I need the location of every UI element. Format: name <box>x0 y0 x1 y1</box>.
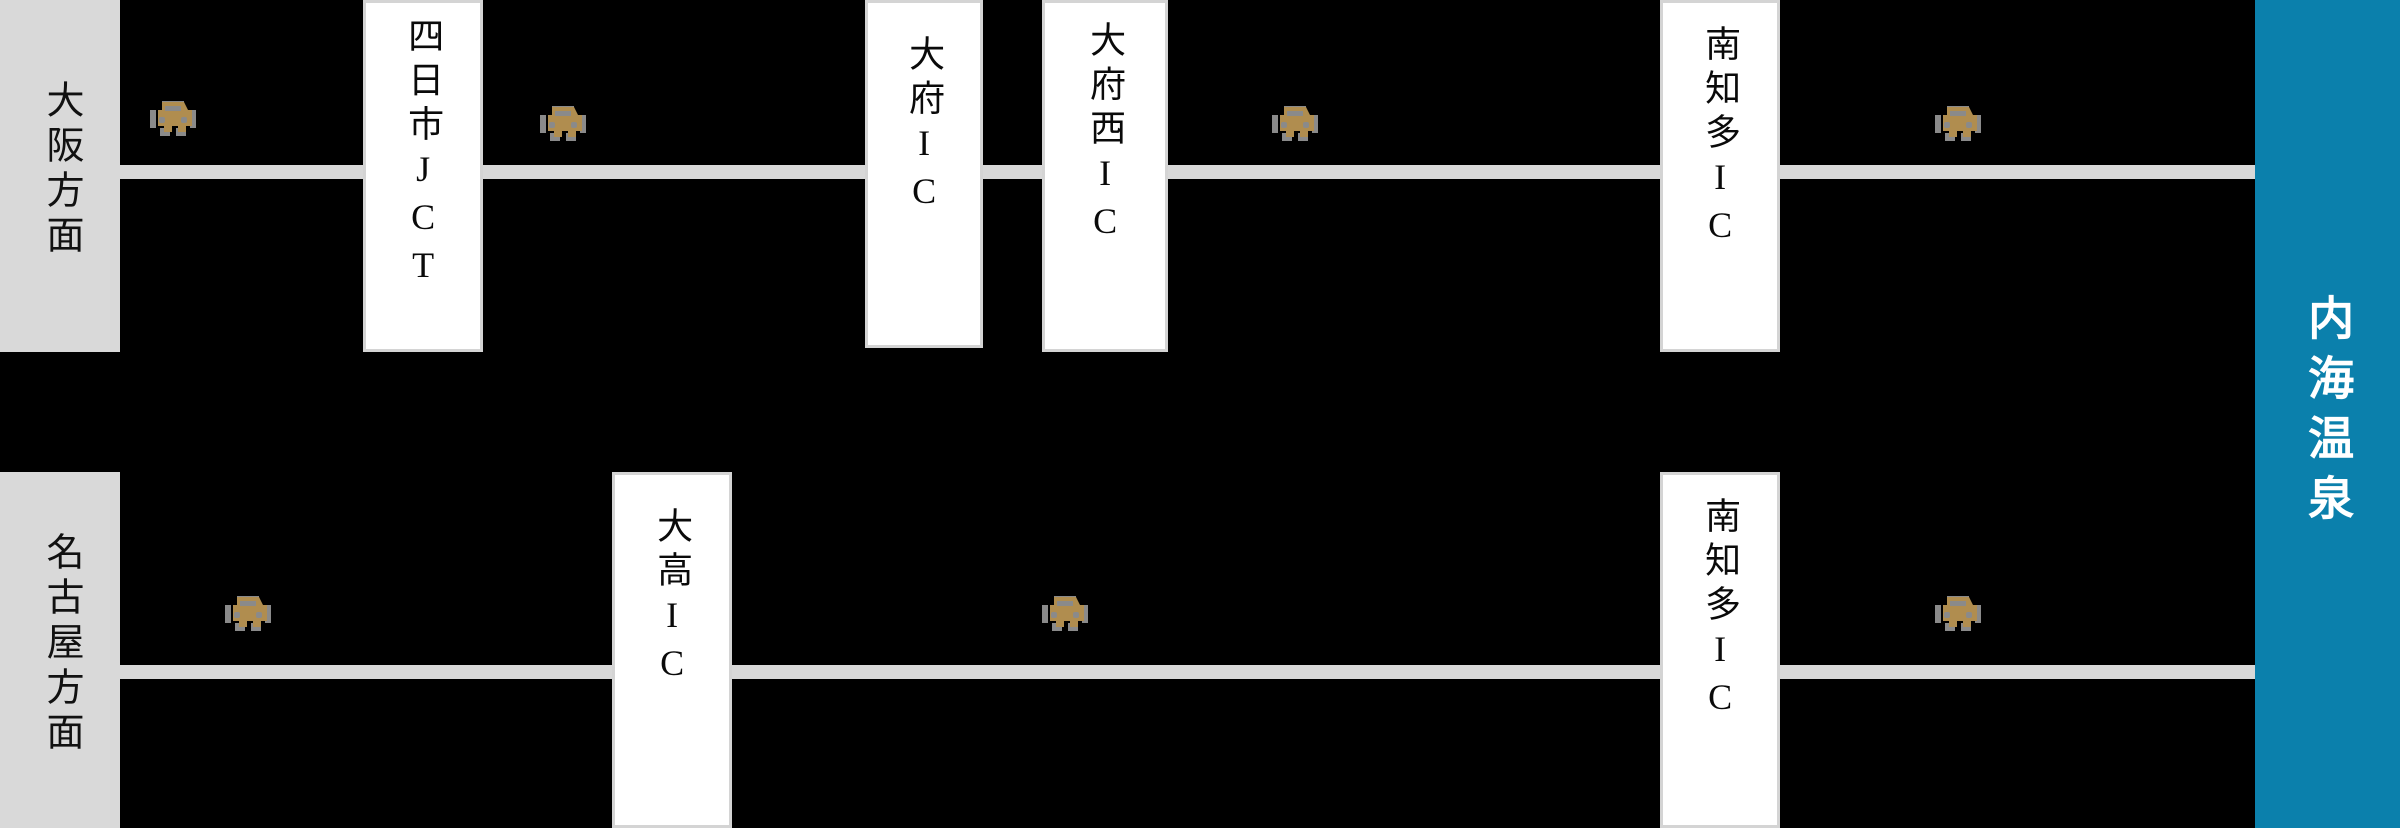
ic-card-minamichita-ic-bottom[interactable]: 南知多IC <box>1660 472 1780 828</box>
ic-label-minamichita-ic-top: 南知多IC <box>1700 25 1741 253</box>
ic-card-minamichita-ic-top[interactable]: 南知多IC <box>1660 0 1780 352</box>
ic-label-obu-nishi-ic: 大府西IC <box>1085 21 1126 249</box>
section-gap <box>0 352 2255 472</box>
ic-card-obu-nishi-ic[interactable]: 大府西IC <box>1042 0 1168 352</box>
direction-panel-nagoya[interactable]: 名古屋方面 <box>0 472 120 828</box>
ic-label-obu-ic: 大府IC <box>904 35 945 219</box>
road-band-bottom <box>120 472 2255 828</box>
ic-label-yokkaichi-jct: 四日市JCT <box>403 17 444 293</box>
direction-panel-osaka[interactable]: 大阪方面 <box>0 0 120 352</box>
car-icon <box>1272 105 1318 143</box>
car-icon <box>1042 595 1088 633</box>
ic-label-odaka-ic: 大高IC <box>652 507 693 691</box>
car-icon <box>150 100 196 138</box>
car-icon <box>225 595 271 633</box>
destination-label: 内海温泉 <box>2302 294 2354 534</box>
direction-label-nagoya: 名古屋方面 <box>39 531 82 757</box>
car-icon <box>1935 105 1981 143</box>
lane-separator-bottom <box>120 665 2255 679</box>
ic-label-minamichita-ic-bottom: 南知多IC <box>1700 497 1741 725</box>
ic-card-yokkaichi-jct[interactable]: 四日市JCT <box>363 0 483 352</box>
ic-card-obu-ic[interactable]: 大府IC <box>865 0 983 348</box>
destination-banner[interactable]: 内海温泉 <box>2255 0 2400 828</box>
car-icon <box>540 105 586 143</box>
ic-card-odaka-ic[interactable]: 大高IC <box>612 472 732 828</box>
car-icon <box>1935 595 1981 633</box>
direction-label-osaka: 大阪方面 <box>39 80 82 260</box>
